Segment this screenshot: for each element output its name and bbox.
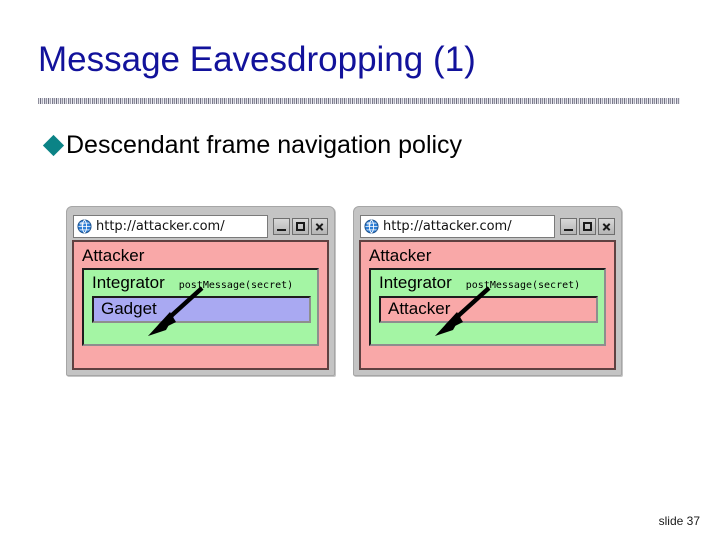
integrator-frame-label: Integrator [92, 272, 165, 292]
close-icon[interactable] [311, 217, 328, 235]
attacker-frame-label: Attacker [82, 246, 145, 265]
globe-icon [77, 218, 92, 234]
integrator-frame-label: Integrator [379, 272, 452, 292]
title-divider [38, 98, 680, 104]
url-bar[interactable]: http://attacker.com/ [360, 214, 555, 238]
page-title: Message Eavesdropping (1) [38, 40, 476, 79]
globe-icon [364, 218, 379, 234]
browser-titlebar: http://attacker.com/ [72, 212, 329, 240]
attacker-inner-frame-label: Attacker [388, 299, 451, 319]
diamond-bullet-icon [42, 134, 65, 157]
integrator-frame: Integrator postMessage(secret) Attacker [369, 267, 606, 346]
gadget-frame-label: Gadget [101, 299, 157, 319]
postmessage-annotation: postMessage(secret) [178, 279, 294, 291]
attacker-frame-outer: Attacker Integrator postMessage(secret) … [359, 240, 616, 370]
attacker-frame-outer: Attacker Integrator postMessage(secret) … [72, 240, 329, 370]
browser-window-left: http://attacker.com/ Attacker Integrator… [66, 206, 335, 376]
slide-number: slide 37 [658, 514, 700, 528]
attacker-frame-label: Attacker [369, 246, 432, 265]
browser-titlebar: http://attacker.com/ [359, 212, 616, 240]
window-controls [273, 217, 328, 235]
attacker-inner-frame: Attacker [379, 295, 598, 323]
minimize-icon[interactable] [560, 217, 577, 235]
url-text: http://attacker.com/ [96, 218, 225, 234]
integrator-frame: Integrator postMessage(secret) Gadget [82, 267, 319, 346]
close-icon[interactable] [598, 217, 615, 235]
bullet-item-label: Descendant frame navigation policy [66, 131, 463, 159]
minimize-icon[interactable] [273, 217, 290, 235]
bullet-item: Descendant frame navigation policy [42, 131, 463, 160]
window-controls [560, 217, 615, 235]
maximize-icon[interactable] [579, 217, 596, 235]
gadget-frame: Gadget [92, 295, 311, 323]
postmessage-annotation: postMessage(secret) [465, 279, 581, 291]
url-bar[interactable]: http://attacker.com/ [73, 214, 268, 238]
browser-window-right: http://attacker.com/ Attacker Integrator… [353, 206, 622, 376]
maximize-icon[interactable] [292, 217, 309, 235]
url-text: http://attacker.com/ [383, 218, 512, 234]
